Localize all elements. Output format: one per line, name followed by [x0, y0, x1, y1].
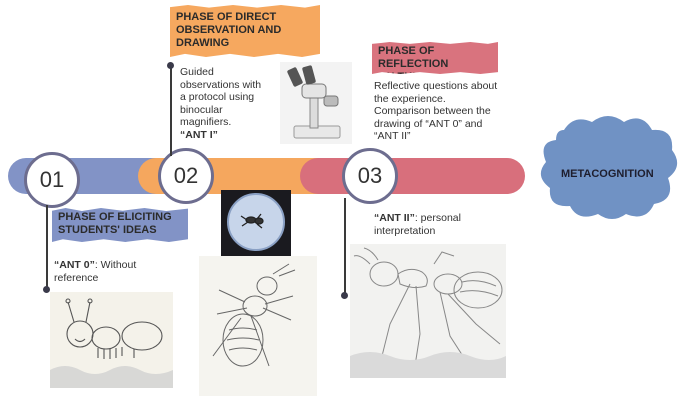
step-number-02: 02 — [173, 163, 199, 188]
phase-3-title: PHASE OF REFLECTION ON THE EXPERIENCE — [372, 42, 498, 74]
ant0-caption-line2: reference — [54, 271, 99, 284]
ant0-caption-rest: : Without — [94, 259, 137, 271]
ant1-drawing — [199, 256, 317, 396]
phase-2-text: Guided observations with a protocol usin… — [180, 66, 261, 141]
metacognition-splash — [540, 116, 678, 219]
metacognition-label: METACOGNITION — [561, 168, 654, 180]
ant0-drawing — [50, 292, 173, 388]
ant1-label: “ANT I” — [180, 128, 218, 141]
phase-1-connector — [46, 205, 48, 290]
step-number-03: 03 — [357, 163, 383, 188]
phase-3-text-line4: drawing of “ANT 0” and — [374, 117, 483, 130]
phase-2-dot — [167, 62, 174, 69]
phase-1-dot — [43, 286, 50, 293]
magnified-ant-photo — [221, 190, 291, 256]
phase-3-text: Reflective questions about the experienc… — [374, 80, 497, 143]
phase-2-title-line3: DRAWING — [176, 37, 230, 49]
ant1-drawing-sketch — [212, 263, 296, 367]
phase-3-title-line2: ON THE EXPERIENCE — [378, 71, 449, 96]
ant0-drawing-sketch — [50, 298, 173, 388]
timeline-bar-phase-3 — [300, 158, 525, 194]
phase-3-title-line1: PHASE OF REFLECTION — [378, 45, 449, 70]
microscope-icon — [287, 65, 341, 139]
phase-2-text-line4: binocular — [180, 103, 223, 116]
ant2-caption-line2: interpretation — [374, 224, 436, 237]
phase-2-text-line2: observations with — [180, 78, 262, 91]
step-circle-01: 01 — [24, 152, 80, 208]
phase-2-title-line1: PHASE OF DIRECT — [176, 11, 277, 23]
ant2-caption-rest: : personal — [414, 212, 461, 224]
phase-3-text-line5: “ANT II” — [374, 130, 411, 142]
phase-2-connector — [170, 66, 172, 156]
phase-2-title: PHASE OF DIRECT OBSERVATION AND DRAWING — [170, 5, 320, 57]
phase-3-dot — [341, 292, 348, 299]
phase-3-connector — [344, 198, 346, 296]
phase-1-title-line2: STUDENTS' IDEAS — [58, 224, 157, 236]
phase-1-title: PHASE OF ELICITING STUDENTS' IDEAS — [52, 208, 188, 242]
phase-3-caption: “ANT II”: personal interpretation — [374, 212, 461, 237]
phase-2-text-line5: magnifiers. — [180, 116, 232, 128]
phase-1-title-line1: PHASE OF ELICITING — [58, 211, 172, 223]
phase-2-text-line1: Guided — [180, 66, 214, 78]
ant2-label: “ANT II” — [374, 212, 415, 224]
phase-3-text-line3: Comparison between the — [374, 105, 491, 117]
microscope-photo — [280, 62, 352, 144]
magnified-view-image — [227, 193, 285, 251]
phase-1-caption: “ANT 0”: Without reference — [54, 259, 136, 284]
ant2-drawing — [350, 244, 506, 378]
step-circle-02: 02 — [158, 148, 214, 204]
phase-3-text-line1: Reflective questions about — [374, 80, 498, 92]
ant2-drawing-sketch — [350, 247, 506, 378]
phase-2-title-line2: OBSERVATION AND — [176, 24, 282, 36]
step-number-01: 01 — [39, 167, 65, 192]
ant0-label: “ANT 0” — [54, 259, 95, 271]
phase-3-text-line2: the experience. — [374, 92, 446, 105]
step-circle-03: 03 — [342, 148, 398, 204]
phase-2-text-line3: a protocol using — [180, 91, 255, 103]
